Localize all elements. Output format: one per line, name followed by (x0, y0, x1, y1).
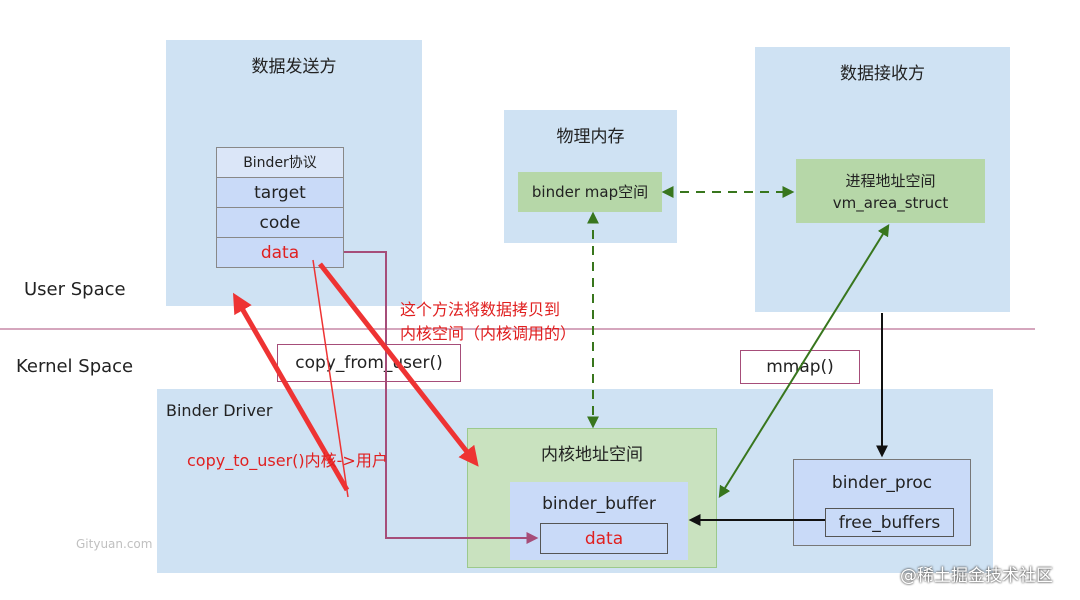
mmap-label: mmap() (740, 350, 860, 384)
protocol-data: data (216, 237, 344, 268)
kernel-space-label: Kernel Space (16, 356, 134, 377)
receiver-title: 数据接收方 (840, 64, 925, 84)
copy-annotation: 这个方法将数据拷贝到 内核空间（内核调用的） (400, 300, 577, 343)
physical-memory-title: 物理内存 (556, 127, 625, 147)
protocol-header: Binder协议 (216, 147, 344, 178)
buffer-data-cell: data (540, 523, 668, 554)
user-space-label: User Space (24, 279, 126, 300)
free-buffers-cell: free_buffers (825, 508, 954, 537)
copy-to-user-label: copy_to_user()内核->用户 (187, 451, 388, 470)
binder-driver-title: Binder Driver (166, 401, 273, 420)
binder-buffer-label: binder_buffer (542, 494, 656, 514)
copy-from-user-label: copy_from_user() (277, 344, 461, 382)
process-address-space: 进程地址空间 vm_area_struct (796, 159, 985, 223)
watermark-left: Gityuan.com (76, 537, 153, 551)
process-address-space-line2: vm_area_struct (832, 194, 949, 212)
binder-map-space: binder map空间 (518, 172, 662, 212)
kernel-address-space-title: 内核地址空间 (541, 445, 643, 465)
watermark-right: @稀土掘金技术社区 (900, 566, 1053, 586)
protocol-code: code (216, 207, 344, 238)
binder-proc-label: binder_proc (831, 473, 933, 493)
binder-map-space-label: binder map空间 (531, 183, 649, 201)
protocol-target: target (216, 177, 344, 208)
process-address-space-line1: 进程地址空间 (845, 172, 936, 190)
sender-title: 数据发送方 (251, 57, 337, 77)
